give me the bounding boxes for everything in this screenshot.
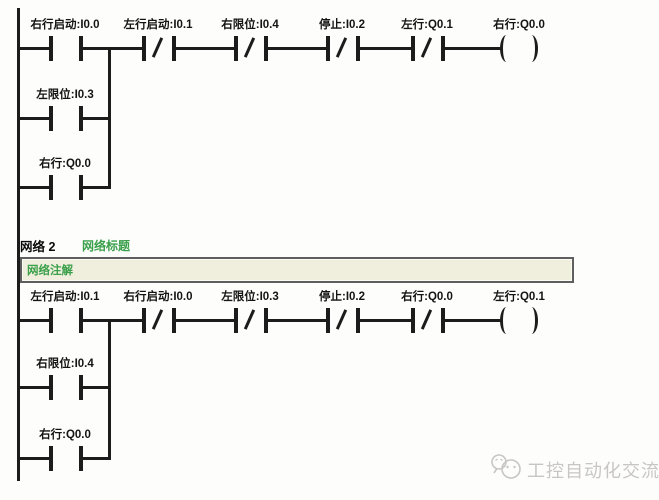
rung-wire <box>175 47 235 50</box>
nc-contact[interactable]: 右行启动:I0.0 <box>123 291 193 343</box>
contact-bar-right <box>441 36 445 61</box>
no-contact[interactable]: 右限位:I0.4 <box>36 358 94 410</box>
rung-wire <box>17 319 50 322</box>
contact-bar-right <box>356 308 360 333</box>
nc-slash <box>243 309 256 330</box>
branch-wire <box>82 457 111 460</box>
contact-label: 停止:I0.2 <box>318 291 365 303</box>
nc-contact[interactable]: 左行启动:I0.1 <box>123 19 193 71</box>
branch-wire <box>17 117 50 120</box>
contact-bar-left <box>411 36 415 61</box>
contact-bar-left <box>411 308 415 333</box>
contact-bar-right <box>441 308 445 333</box>
contact-bar-left <box>49 36 53 61</box>
nc-contact[interactable]: 左行:Q0.1 <box>401 19 453 71</box>
branch-wire <box>82 117 111 120</box>
rung-wire <box>82 47 143 50</box>
network-2-label: 网络 2 <box>20 240 56 254</box>
rung-wire <box>267 319 327 322</box>
watermark: 工控自动化交流 <box>489 452 659 487</box>
contact-label: 右行:Q0.0 <box>39 158 91 170</box>
contact-bar-left <box>49 106 53 131</box>
contact-bar-left <box>326 308 330 333</box>
watermark-text: 工控自动化交流 <box>527 460 659 481</box>
contact-label: 右行:Q0.0 <box>39 429 91 441</box>
left-power-rail <box>17 8 20 481</box>
contact-bar-left <box>49 375 53 400</box>
output-coil[interactable]: 右行:Q0.0 <box>493 19 545 71</box>
coil-left-paren <box>500 35 513 62</box>
no-contact[interactable]: 左限位:I0.3 <box>36 89 94 141</box>
contact-label: 右限位:I0.4 <box>36 358 94 370</box>
contact-bar-left <box>49 308 53 333</box>
contact-bar-left <box>142 36 146 61</box>
nc-contact[interactable]: 右行:Q0.0 <box>401 291 453 343</box>
wechat-bubbles-icon <box>489 452 523 487</box>
rung-wire <box>444 47 502 50</box>
contact-bar-right <box>79 446 83 471</box>
network-2-comment-box[interactable]: 网络注解 <box>20 257 574 283</box>
coil-label: 右行:Q0.0 <box>493 19 545 31</box>
nc-slash <box>420 309 433 330</box>
contact-bar-right <box>79 36 83 61</box>
rung-wire <box>444 319 502 322</box>
no-contact[interactable]: 左行启动:I0.1 <box>30 291 100 343</box>
contact-label: 左限位:I0.3 <box>36 89 94 101</box>
coil-label: 左行:Q0.1 <box>493 291 545 303</box>
contact-bar-right <box>172 308 176 333</box>
branch-wire <box>17 386 50 389</box>
branch-wire <box>82 186 111 189</box>
branch-wire <box>17 457 50 460</box>
no-contact[interactable]: 右行启动:I0.0 <box>30 19 100 71</box>
contact-bar-right <box>264 36 268 61</box>
nc-contact[interactable]: 停止:I0.2 <box>319 291 365 343</box>
contact-bar-left <box>49 446 53 471</box>
contact-bar-right <box>264 308 268 333</box>
coil-right-paren <box>525 307 538 334</box>
network-2-comment-text: 网络注解 <box>27 265 73 277</box>
contact-label: 停止:I0.2 <box>318 19 365 31</box>
rung-wire <box>359 319 412 322</box>
contact-label: 右行:Q0.0 <box>401 291 453 303</box>
no-contact[interactable]: 右行:Q0.0 <box>39 429 91 481</box>
contact-bar-right <box>356 36 360 61</box>
contact-bar-right <box>79 375 83 400</box>
contact-label: 左行:Q0.1 <box>401 19 453 31</box>
nc-contact[interactable]: 停止:I0.2 <box>319 19 365 71</box>
contact-label: 右行启动:I0.0 <box>123 291 193 303</box>
nc-slash <box>335 309 348 330</box>
contact-label: 左行启动:I0.1 <box>30 291 100 303</box>
rung-wire <box>267 47 327 50</box>
branch-join-line <box>108 319 111 460</box>
rung-wire <box>359 47 412 50</box>
contact-bar-right <box>79 308 83 333</box>
contact-bar-left <box>49 175 53 200</box>
contact-bar-left <box>326 36 330 61</box>
contact-label: 右限位:I0.4 <box>221 19 279 31</box>
nc-slash <box>151 309 164 330</box>
coil-left-paren <box>500 307 513 334</box>
network-2-title[interactable]: 网络标题 <box>82 239 131 253</box>
branch-wire <box>82 386 111 389</box>
contact-label: 左行启动:I0.1 <box>123 19 193 31</box>
contact-bar-right <box>172 36 176 61</box>
contact-bar-left <box>142 308 146 333</box>
contact-label: 左限位:I0.3 <box>221 291 279 303</box>
nc-contact[interactable]: 左限位:I0.3 <box>221 291 279 343</box>
contact-label: 右行启动:I0.0 <box>30 19 100 31</box>
contact-bar-left <box>234 36 238 61</box>
no-contact[interactable]: 右行:Q0.0 <box>39 158 91 210</box>
output-coil[interactable]: 左行:Q0.1 <box>493 291 545 343</box>
contact-bar-right <box>79 106 83 131</box>
nc-contact[interactable]: 右限位:I0.4 <box>221 19 279 71</box>
branch-wire <box>17 186 50 189</box>
contact-bar-right <box>79 175 83 200</box>
contact-bar-left <box>234 308 238 333</box>
rung-wire <box>175 319 235 322</box>
coil-right-paren <box>525 35 538 62</box>
rung-wire <box>82 319 143 322</box>
rung-wire <box>17 47 50 50</box>
